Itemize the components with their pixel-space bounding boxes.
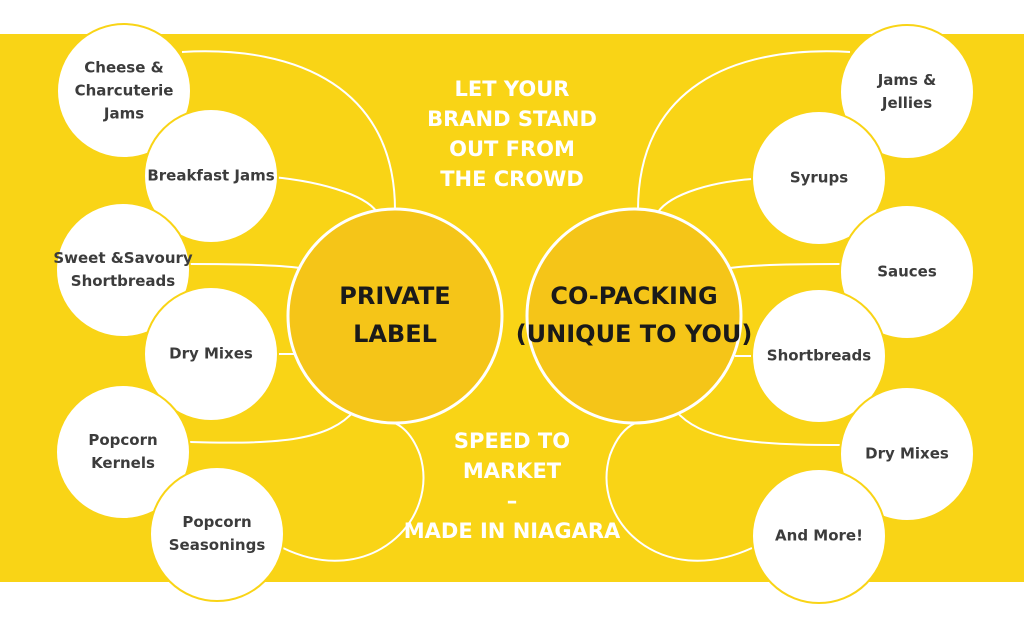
private-label-item-bubble-label: Jams xyxy=(103,105,144,123)
private-label-item-bubble xyxy=(56,23,192,159)
connector-lines xyxy=(181,50,851,562)
private-label-item-bubble xyxy=(143,286,279,422)
tagline-top: OUT FROM xyxy=(449,137,575,161)
private-label-item-bubble xyxy=(55,384,191,520)
connector-line xyxy=(189,263,301,269)
private-label-item-bubble-label: Sweet &Savoury xyxy=(53,249,193,267)
taglines: LET YOUR BRAND STAND OUT FROM THE CROWD SPEE… xyxy=(404,77,621,543)
private-label-item-bubble-label: Popcorn xyxy=(88,431,157,449)
co-packing-item-bubble-label: Syrups xyxy=(790,169,848,187)
co-packing-item-bubble xyxy=(751,468,887,604)
connector-line xyxy=(181,50,396,211)
connector-line xyxy=(729,263,841,269)
co-packing-title: (UNIQUE TO YOU) xyxy=(516,320,753,348)
private-label-item-bubble-label: Dry Mixes xyxy=(169,345,253,363)
connector-line xyxy=(282,419,425,562)
private-label-item-bubble-label: Popcorn xyxy=(182,513,251,531)
tagline-bottom: – xyxy=(507,489,518,513)
co-packing-hub xyxy=(525,207,743,425)
connector-line xyxy=(674,409,841,446)
tagline-bottom: MADE IN NIAGARA xyxy=(404,519,621,543)
connector-line xyxy=(637,50,851,211)
connector-line xyxy=(657,177,771,213)
co-packing-item-bubble-label: Shortbreads xyxy=(767,347,872,365)
co-packing-item-bubble xyxy=(839,386,975,522)
co-packing-item-bubble-label: Jellies xyxy=(881,94,932,112)
private-label-item-bubble xyxy=(55,202,191,338)
private-label-hub xyxy=(286,207,504,425)
connector-line xyxy=(189,409,356,444)
tagline-top: THE CROWD xyxy=(440,167,584,191)
private-label-item-bubble-label: Kernels xyxy=(91,454,155,472)
private-label-title: PRIVATE xyxy=(339,282,450,310)
tagline-top: LET YOUR xyxy=(455,77,570,101)
co-packing-item-bubble xyxy=(751,288,887,424)
co-packing-item-bubble-label: And More! xyxy=(775,527,863,545)
private-label-item-bubble-label: Charcuterie xyxy=(75,82,174,100)
tagline-bottom: MARKET xyxy=(463,459,562,483)
private-label-item-bubble-label: Seasonings xyxy=(169,536,266,554)
private-label-title: LABEL xyxy=(353,320,437,348)
private-label-item-bubble-label: Cheese & xyxy=(84,59,163,77)
private-label-item-bubble xyxy=(143,108,279,244)
co-packing-item-bubble-label: Dry Mixes xyxy=(865,445,949,463)
co-packing-item-bubble-label: Jams & xyxy=(877,71,937,89)
co-packing-item-bubble xyxy=(839,204,975,340)
connector-line xyxy=(605,419,753,562)
tagline-bottom: SPEED TO xyxy=(454,429,570,453)
co-packing-item-bubble xyxy=(839,24,975,160)
tagline-top: BRAND STAND xyxy=(427,107,597,131)
connector-line xyxy=(259,175,378,213)
private-label-item-bubble-label: Breakfast Jams xyxy=(147,167,274,185)
private-label-item-bubble-label: Shortbreads xyxy=(71,272,176,290)
co-packing-title: CO-PACKING xyxy=(550,282,717,310)
co-packing-item-bubble-label: Sauces xyxy=(877,263,937,281)
private-label-item-bubble xyxy=(149,466,285,602)
hub-circles: PRIVATE LABEL CO-PACKING (UNIQUE TO YOU) xyxy=(286,207,753,425)
co-packing-item-bubble xyxy=(751,110,887,246)
